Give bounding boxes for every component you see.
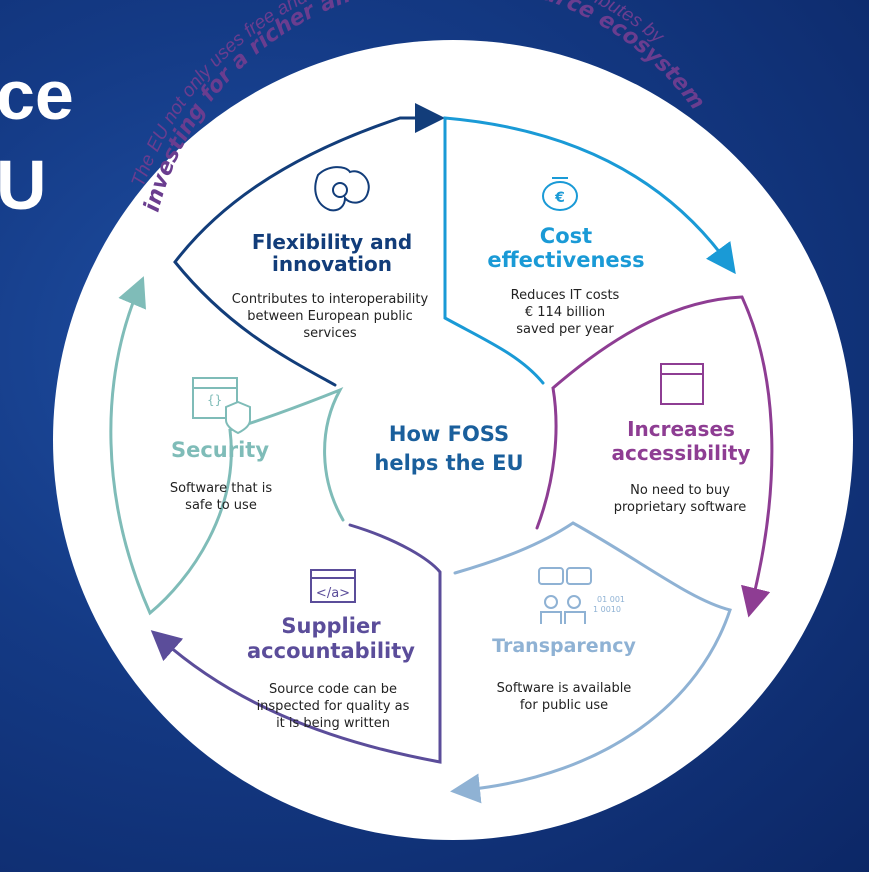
supplier-body-line1: Source code can be xyxy=(269,682,397,697)
center-title-line2: helps the EU xyxy=(374,451,523,475)
segment-accessibility-outline xyxy=(535,295,774,618)
security-title: Security xyxy=(171,438,269,462)
segment-flexibility-outline xyxy=(173,103,445,387)
svg-text:01 001: 01 001 xyxy=(597,595,625,604)
svg-text:1 0010: 1 0010 xyxy=(593,605,621,614)
main-circle xyxy=(53,40,853,840)
supplier-title-line1: Supplier xyxy=(281,614,381,638)
flexibility-body-line3: services xyxy=(303,326,357,341)
security-body-line1: Software that is xyxy=(170,481,273,496)
svg-text:{}: {} xyxy=(207,393,222,407)
accessibility-body-line2: proprietary software xyxy=(614,500,747,515)
transparency-body-line2: for public use xyxy=(520,698,608,713)
cost-body-line1: Reduces IT costs xyxy=(511,288,620,303)
flexibility-body-line1: Contributes to interoperability xyxy=(232,292,429,307)
transparency-body-line1: Software is available xyxy=(497,681,632,696)
window-icon xyxy=(660,363,704,405)
cost-title-line2: effectiveness xyxy=(487,248,644,272)
cost-body-line2: € 114 billion xyxy=(525,305,605,320)
svg-text:€: € xyxy=(554,190,565,206)
code-window-icon: </a> xyxy=(310,569,356,603)
cost-title-line1: Cost xyxy=(540,224,592,248)
accessibility-title-line2: accessibility xyxy=(612,441,751,465)
supplier-body-line2: inspected for quality as xyxy=(257,699,410,714)
segment-security-outline xyxy=(109,276,345,616)
brain-gears-icon xyxy=(314,166,370,212)
flexibility-body-line2: between European public xyxy=(247,309,413,324)
segment-supplier-outline xyxy=(150,523,442,764)
center-title-line1: How FOSS xyxy=(389,422,509,446)
piggy-bank-icon: € xyxy=(542,177,578,211)
segment-transparency-outline xyxy=(450,521,732,804)
background-heading-line2: U xyxy=(0,146,47,224)
accessibility-body-line1: No need to buy xyxy=(630,483,730,498)
supplier-body-line3: it is being written xyxy=(276,716,390,731)
accessibility-title-line1: Increases xyxy=(627,417,735,441)
shield-window-icon: {} xyxy=(192,377,251,435)
security-body-line2: safe to use xyxy=(185,498,257,513)
cost-body-line3: saved per year xyxy=(516,322,614,337)
background-heading-line1: ce xyxy=(0,56,74,134)
people-feedback-icon: 01 001 1 0010 xyxy=(538,567,625,624)
transparency-title: Transparency xyxy=(492,635,636,657)
segment-cost-outline xyxy=(443,116,736,385)
svg-text:</a>: </a> xyxy=(316,586,350,601)
supplier-title-line2: accountability xyxy=(247,639,415,663)
flexibility-title-line2: innovation xyxy=(272,252,392,276)
flexibility-title-line1: Flexibility and xyxy=(252,230,412,254)
